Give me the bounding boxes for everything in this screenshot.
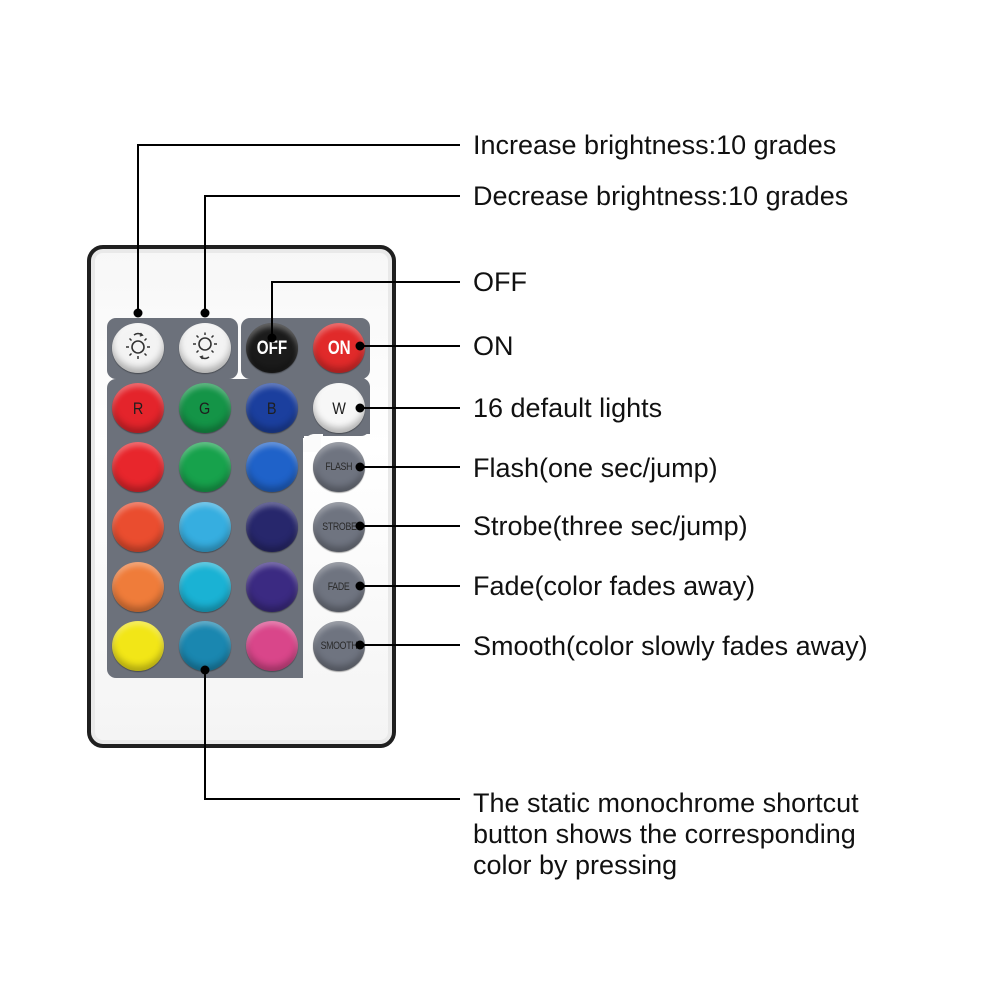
red-button[interactable]: R bbox=[112, 383, 164, 433]
off-button-label: OFF bbox=[256, 337, 288, 359]
color-button[interactable] bbox=[246, 502, 298, 552]
on-button-label: ON bbox=[327, 337, 351, 359]
brightness-down-button[interactable] bbox=[179, 323, 231, 373]
on-button[interactable]: ON bbox=[313, 323, 365, 373]
brightness-up-icon bbox=[123, 331, 153, 366]
blue-button[interactable]: B bbox=[246, 383, 298, 433]
annotation-off: OFF bbox=[473, 267, 527, 297]
annotation-increase: Increase brightness:10 grades bbox=[473, 130, 837, 160]
fade-button-label: FADE bbox=[328, 580, 350, 593]
color-button[interactable] bbox=[179, 562, 231, 612]
white-button[interactable]: W bbox=[313, 383, 365, 433]
annotation-on: ON bbox=[473, 331, 514, 361]
flash-button[interactable]: FLASH bbox=[313, 442, 365, 492]
annotation-flash: Flash(one sec/jump) bbox=[473, 453, 718, 483]
color-button[interactable] bbox=[112, 502, 164, 552]
color-button[interactable] bbox=[246, 442, 298, 492]
annotation-static-line2: button shows the corresponding bbox=[473, 819, 856, 849]
strobe-button-label: STROBE bbox=[321, 520, 357, 533]
fade-button[interactable]: FADE bbox=[313, 562, 365, 612]
color-button[interactable] bbox=[112, 562, 164, 612]
blue-button-label: B bbox=[267, 398, 277, 418]
strobe-button[interactable]: STROBE bbox=[313, 502, 365, 552]
annotation-strobe: Strobe(three sec/jump) bbox=[473, 511, 748, 541]
color-button[interactable] bbox=[179, 442, 231, 492]
red-button-label: R bbox=[132, 398, 144, 418]
annotation-smooth: Smooth(color slowly fades away) bbox=[473, 631, 868, 661]
panel-corner-fill bbox=[296, 430, 304, 438]
color-button[interactable] bbox=[112, 442, 164, 492]
brightness-down-icon bbox=[190, 331, 220, 366]
annotation-fade: Fade(color fades away) bbox=[473, 571, 756, 601]
smooth-button[interactable]: SMOOTH bbox=[313, 621, 365, 671]
smooth-button-label: SMOOTH bbox=[320, 639, 358, 652]
green-button-label: G bbox=[199, 398, 211, 418]
green-button[interactable]: G bbox=[179, 383, 231, 433]
annotation-decrease: Decrease brightness:10 grades bbox=[473, 181, 849, 211]
color-button[interactable] bbox=[246, 562, 298, 612]
color-button[interactable] bbox=[246, 621, 298, 671]
off-button[interactable]: OFF bbox=[246, 323, 298, 373]
annotation-static: The static monochrome shortcut button sh… bbox=[473, 788, 859, 881]
brightness-up-button[interactable] bbox=[112, 323, 164, 373]
flash-button-label: FLASH bbox=[325, 460, 353, 473]
white-button-label: W bbox=[332, 398, 346, 418]
annotation-static-line1: The static monochrome shortcut bbox=[473, 788, 859, 818]
color-button[interactable] bbox=[179, 621, 231, 671]
color-button[interactable] bbox=[112, 621, 164, 671]
annotation-static-line3: color by pressing bbox=[473, 850, 678, 880]
panel-inner-corner-cover bbox=[303, 434, 321, 452]
color-button[interactable] bbox=[179, 502, 231, 552]
annotation-default-lights: 16 default lights bbox=[473, 393, 663, 423]
